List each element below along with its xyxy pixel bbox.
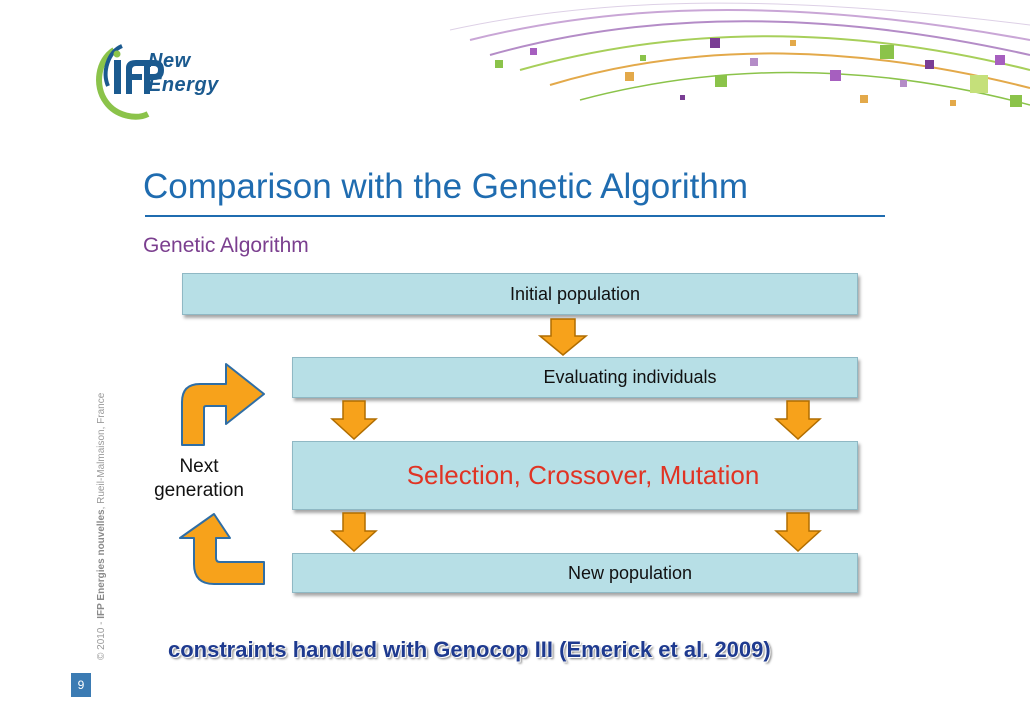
selection-crossover-mutation-box: Selection, Crossover, Mutation bbox=[292, 441, 858, 510]
selection-crossover-mutation-label: Selection, Crossover, Mutation bbox=[406, 460, 760, 490]
next-generation-line1: Next bbox=[179, 456, 219, 477]
copyright-year: © 2010 - bbox=[96, 618, 107, 660]
title-underline bbox=[145, 215, 885, 217]
page-number: 9 bbox=[71, 673, 91, 697]
evaluating-individuals-label: Evaluating individuals bbox=[543, 367, 717, 387]
slide-title: Comparison with the Genetic Algorithm bbox=[143, 167, 748, 206]
next-generation-label: Next generation bbox=[140, 455, 258, 503]
copyright-side-note: © 2010 - IFP Energies nouvelles, Rueil-M… bbox=[96, 393, 107, 660]
curved-arrow-icon bbox=[179, 513, 265, 585]
slide-subtitle: Genetic Algorithm bbox=[143, 234, 309, 257]
down-arrow-icon bbox=[538, 318, 588, 356]
down-arrow-icon bbox=[330, 512, 378, 552]
new-population-label: New population bbox=[567, 562, 693, 583]
decorative-swoosh bbox=[449, 2, 1030, 107]
initial-population-label: Initial population bbox=[509, 283, 641, 304]
new-population-box: New population bbox=[292, 553, 858, 593]
ifp-logo-icon bbox=[96, 44, 164, 120]
copyright-org: IFP Energies nouvelles bbox=[96, 509, 107, 619]
down-arrow-icon bbox=[774, 400, 822, 440]
down-arrow-icon bbox=[774, 512, 822, 552]
logo-word-new: New bbox=[148, 50, 191, 72]
curved-arrow-icon bbox=[181, 363, 265, 446]
next-generation-line2: generation bbox=[154, 480, 244, 501]
copyright-place: , Rueil-Malmaison, France bbox=[96, 392, 107, 510]
logo-word-energy: Energy bbox=[148, 74, 219, 96]
evaluating-individuals-box: Evaluating individuals bbox=[292, 357, 858, 398]
constraints-note: constraints handled with Genocop III (Em… bbox=[168, 637, 771, 662]
down-arrow-icon bbox=[330, 400, 378, 440]
initial-population-box: Initial population bbox=[182, 273, 858, 315]
